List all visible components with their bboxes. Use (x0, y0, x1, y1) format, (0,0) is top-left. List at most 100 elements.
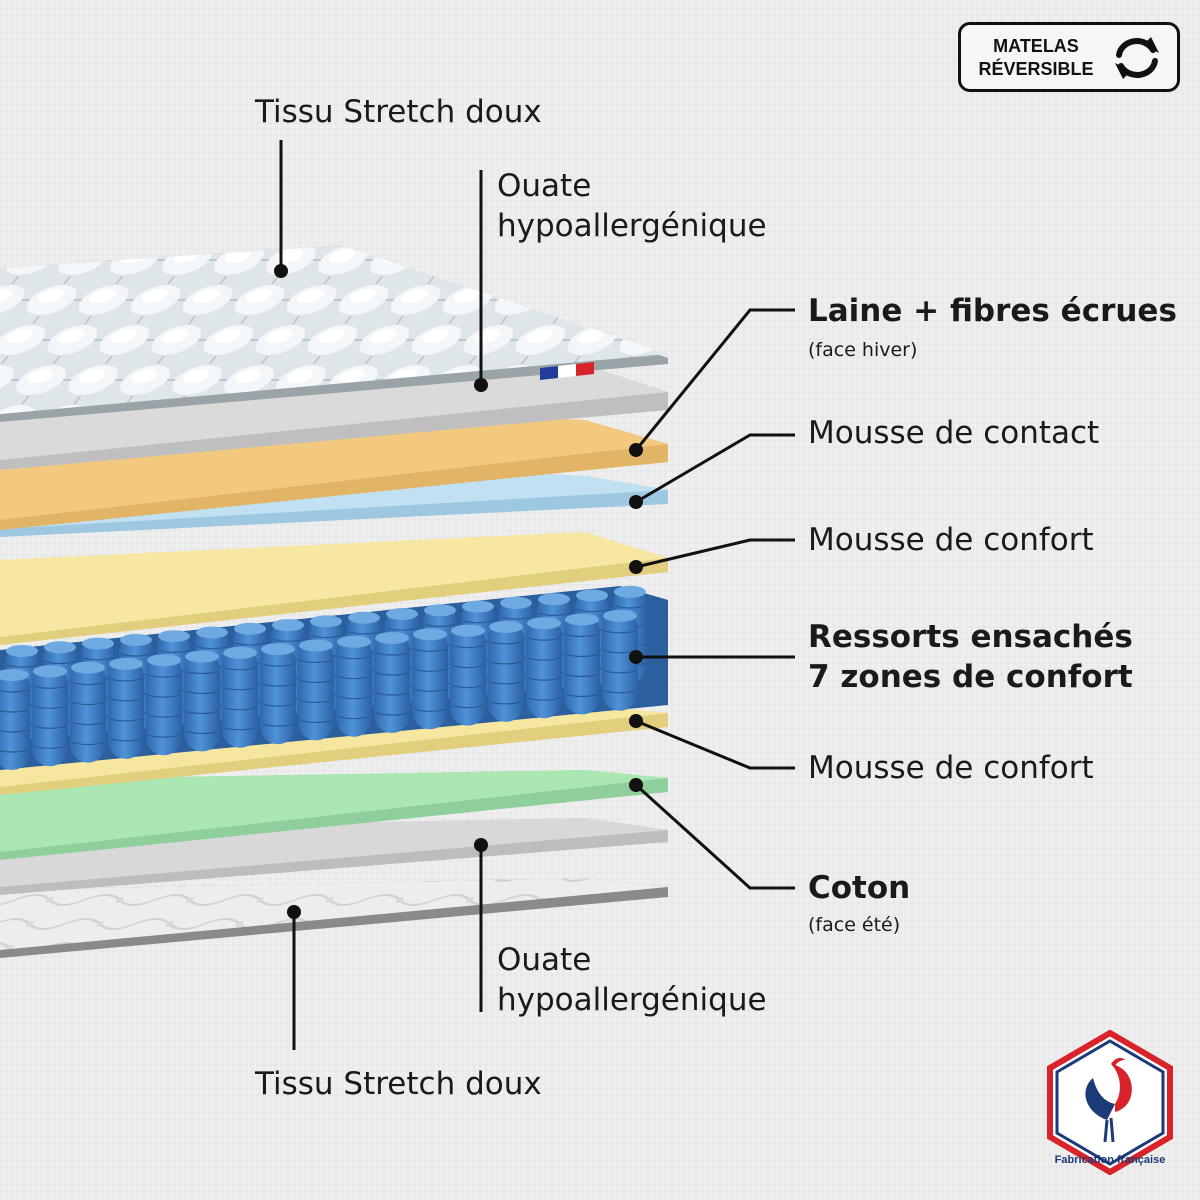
pocket-spring-seam (147, 714, 181, 718)
pocket-spring-seam (337, 696, 371, 700)
pocket-spring-seam (223, 707, 257, 711)
pocket-spring-seam (0, 709, 29, 713)
pocket-spring-top (565, 613, 599, 626)
pocket-spring (298, 640, 334, 741)
pocket-spring-seam (451, 705, 485, 709)
label-top-wadding-line2: hypoallergénique (497, 208, 767, 244)
pocket-spring-top (462, 600, 494, 613)
pocket-spring-seam (375, 652, 409, 656)
label-cotton: Coton (808, 870, 911, 906)
pocket-spring-seam (565, 633, 599, 638)
pocket-spring (564, 614, 600, 715)
pocket-spring-seam (603, 670, 637, 674)
layer-top-comfort-foam (0, 532, 668, 645)
label-springs-line1: Ressorts ensachés (808, 619, 1133, 655)
pocket-spring-seam (451, 645, 485, 649)
pocket-spring-top (109, 657, 143, 670)
pocket-spring-top (538, 593, 570, 606)
pocket-spring (32, 666, 68, 767)
layer-bottom-fabric (0, 878, 668, 958)
pocket-spring-seam (565, 693, 599, 698)
pocket-spring-seam (527, 657, 561, 661)
pocket-spring-seam (565, 673, 599, 678)
pocket-spring-seam (500, 616, 532, 620)
pocket-spring-top (375, 632, 409, 644)
pocket-spring-seam (424, 623, 456, 628)
pocket-spring-top (348, 611, 380, 624)
pocket-spring-seam (565, 653, 599, 658)
pocket-spring-top (71, 661, 105, 674)
label-wool-note: (face hiver) (808, 339, 918, 361)
pocket-spring (184, 651, 220, 752)
pocket-spring-seam (451, 665, 485, 669)
label-wool: Laine + fibres écrues (808, 293, 1177, 329)
pocket-spring-seam (0, 689, 29, 693)
pocket-spring-seam (261, 683, 295, 687)
pocket-spring-top (451, 624, 485, 637)
pocket-spring (412, 629, 448, 730)
label-bottom-comfort-foam: Mousse de confort (808, 750, 1094, 786)
pocket-spring-seam (147, 734, 181, 738)
pocket-spring-top (196, 626, 228, 639)
pocket-spring-seam (82, 657, 114, 661)
pocket-spring-seam (603, 690, 637, 694)
pocket-spring-top (527, 617, 561, 630)
label-top-fabric: Tissu Stretch doux (255, 94, 542, 130)
layer-cotton (0, 770, 668, 860)
badge-line1: MATELAS (993, 36, 1079, 56)
pocket-spring-seam (44, 660, 76, 665)
pocket-spring-seam (337, 656, 371, 660)
pocket-spring-seam (261, 703, 295, 707)
pocket-spring (222, 647, 258, 748)
pocket-spring-seam (299, 659, 333, 663)
pocket-spring-seam (234, 642, 266, 646)
pocket-spring-seam (147, 674, 181, 678)
label-bottom-wadding-line1: Ouate (497, 942, 592, 978)
pocket-spring-seam (489, 661, 523, 665)
pocket-spring-seam (71, 722, 105, 726)
label-top-comfort-foam: Mousse de confort (808, 522, 1094, 558)
pocket-spring-seam (185, 690, 219, 695)
label-cotton-note: (face été) (808, 914, 901, 936)
pocket-spring-seam (375, 692, 409, 696)
pocket-spring-seam (614, 605, 646, 609)
pocket-spring-top (603, 609, 637, 622)
pocket-spring-top (147, 654, 181, 667)
pocket-spring-seam (489, 681, 523, 685)
pocket-spring-top (576, 589, 608, 602)
pocket-spring-seam (489, 701, 523, 705)
layer-pocket-springs (0, 585, 668, 770)
pocket-spring-top (310, 615, 342, 628)
pocket-spring-seam (375, 712, 409, 716)
pocket-spring-seam (33, 705, 67, 709)
pocket-spring-seam (386, 627, 418, 631)
pocket-spring-seam (33, 685, 67, 689)
pocket-spring-seam (71, 742, 105, 746)
pocket-spring-seam (109, 718, 143, 722)
pocket-spring-seam (272, 638, 304, 642)
french-flag-tag (540, 362, 594, 380)
pocket-spring-seam (71, 702, 105, 706)
pocket-spring-seam (462, 620, 494, 624)
pocket-spring-top (82, 637, 114, 650)
pocket-spring-top (337, 635, 371, 648)
pocket-spring-seam (310, 635, 342, 639)
pocket-spring-top (500, 596, 532, 609)
pocket-spring-seam (413, 668, 447, 672)
pocket-spring (526, 618, 562, 719)
layer-top-fabric (0, 245, 668, 422)
fabrication-francaise-seal (1047, 1030, 1173, 1175)
pocket-spring-seam (185, 670, 219, 675)
pocket-spring-seam (299, 719, 333, 723)
pocket-spring-top (424, 604, 456, 617)
pocket-spring-top (120, 633, 152, 646)
pocket-spring-seam (527, 637, 561, 641)
reverse-arrows-icon (1115, 37, 1159, 79)
label-top-wadding-line1: Ouate (497, 168, 592, 204)
pocket-spring (450, 625, 486, 726)
pocket-spring-top (272, 619, 304, 632)
layer-bottom-comfort-foam (0, 705, 668, 795)
pocket-spring-top (223, 646, 257, 659)
pocket-spring-seam (299, 679, 333, 683)
pocket-spring-top (413, 628, 447, 641)
